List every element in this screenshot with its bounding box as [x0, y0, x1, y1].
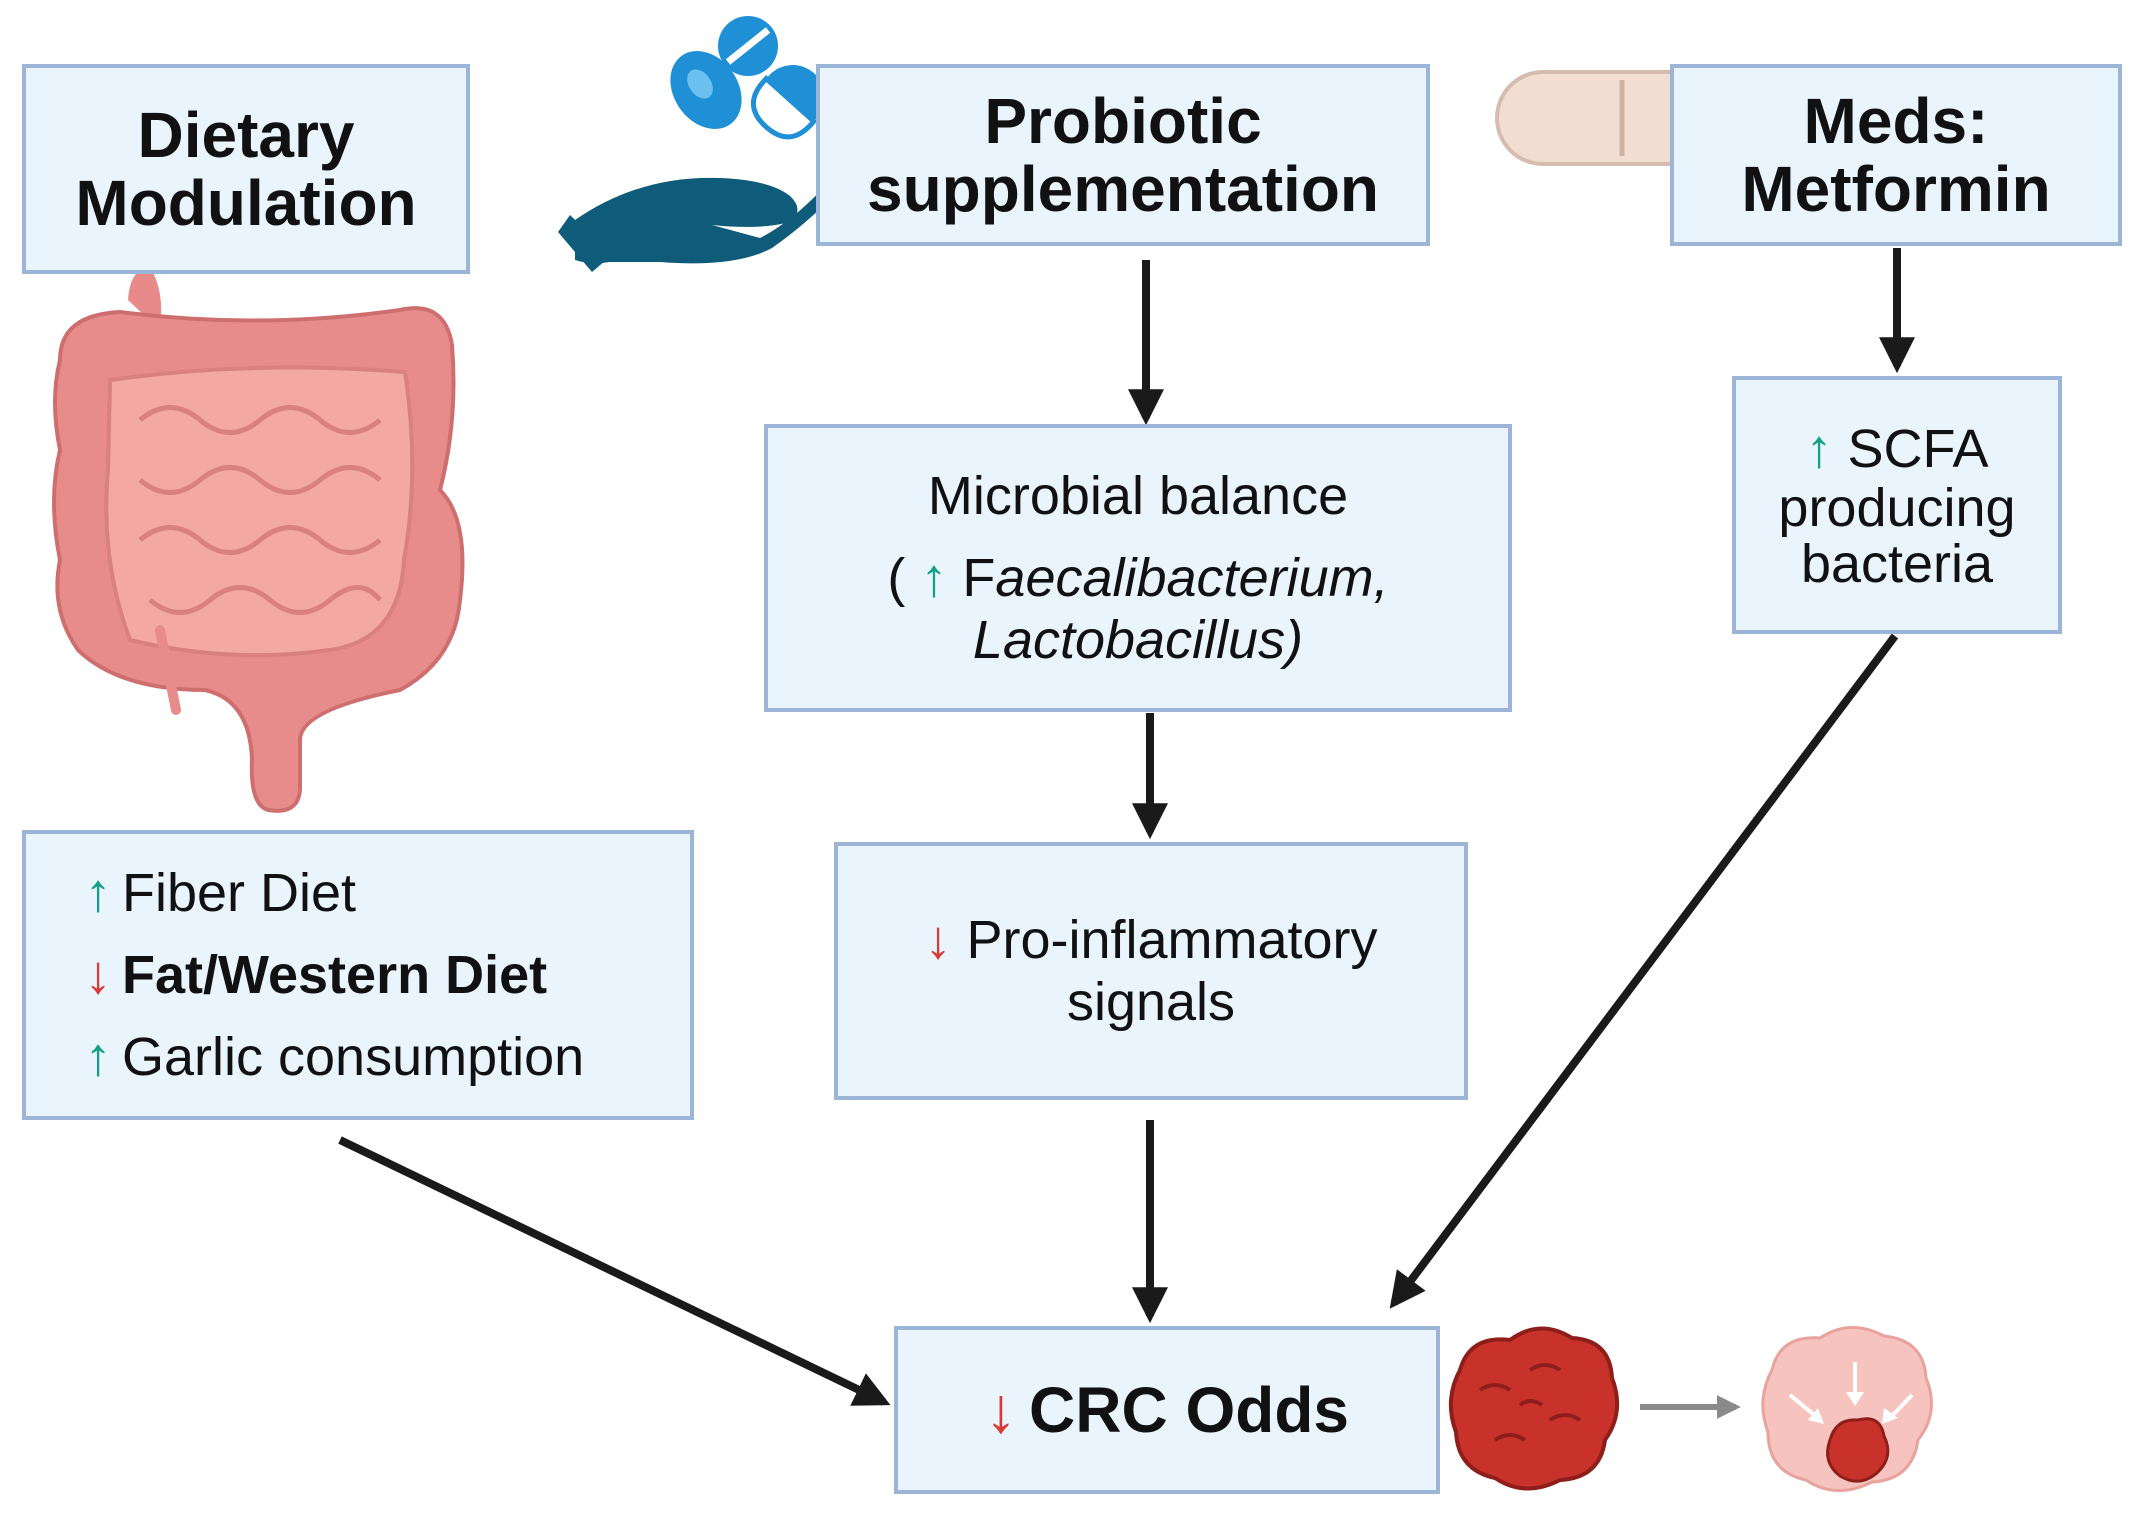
diet-row-garlic: ↑Garlic consumption	[74, 1016, 585, 1098]
diet-row-fiber: ↑Fiber Diet	[74, 852, 357, 934]
scfa-line2: producing	[1778, 478, 2016, 538]
arrow-diet-to-crc	[338, 1136, 891, 1406]
microbial-line2: ( ↑ Faecalibacterium,	[887, 547, 1388, 609]
metformin-box: Meds: Metformin	[1670, 64, 2122, 246]
tumor-icon	[1448, 1326, 1620, 1491]
meds-title-line2: Metformin	[1741, 153, 2051, 225]
probiotic-title-line1: Probiotic	[984, 85, 1262, 157]
microbial-line1: Microbial balance	[927, 466, 1349, 526]
up-arrow-icon: ↑	[920, 548, 948, 608]
inflammatory-box: ↓ Pro-inflammatory signals	[834, 842, 1468, 1100]
diet-label: Fiber Diet	[122, 863, 357, 923]
inflammatory-line2: signals	[1066, 972, 1236, 1032]
inflammatory-line1: ↓ Pro-inflammatory	[924, 909, 1377, 971]
crc-odds-label: CRC Odds	[1029, 1374, 1349, 1446]
up-arrow-icon: ↑	[84, 1027, 112, 1087]
down-arrow-icon: ↓	[985, 1374, 1017, 1446]
microbial-balance-box: Microbial balance ( ↑ Faecalibacterium, …	[764, 424, 1512, 712]
down-arrow-icon: ↓	[924, 910, 952, 970]
meds-title-line1: Meds:	[1803, 85, 1989, 157]
scfa-line1: ↑ SCFA	[1805, 418, 1988, 480]
probiotic-box: Probiotic supplementation	[816, 64, 1430, 246]
arrow-scfa-to-crc	[1389, 633, 1899, 1309]
inflammatory-label: Pro-inflammatory	[966, 910, 1378, 970]
diet-row-fat-western: ↓Fat/Western Diet	[74, 934, 548, 1016]
microbial-line3: Lactobacillus)	[972, 610, 1304, 670]
paren-open: (	[887, 548, 906, 608]
down-arrow-icon: ↓	[84, 945, 112, 1005]
crc-odds-box: ↓ CRC Odds	[894, 1326, 1440, 1494]
scfa-box: ↑ SCFA producing bacteria	[1732, 376, 2062, 634]
hand-pills-icon	[558, 16, 884, 272]
diet-list-box: ↑Fiber Diet ↓Fat/Western Diet ↑Garlic co…	[22, 830, 694, 1120]
dietary-modulation-box: Dietary Modulation	[22, 64, 470, 274]
genus1-initial: F	[962, 548, 996, 608]
scfa-line3: bacteria	[1800, 534, 1994, 594]
genus1-rest: aecalibacterium,	[995, 548, 1389, 608]
dietary-title-line1: Dietary	[137, 99, 355, 171]
up-arrow-icon: ↑	[84, 863, 112, 923]
scfa-label: SCFA	[1847, 419, 1989, 479]
intestine-icon	[52, 268, 465, 813]
up-arrow-icon: ↑	[1805, 419, 1833, 479]
diet-label: Garlic consumption	[122, 1027, 585, 1087]
dietary-title-line2: Modulation	[75, 167, 417, 239]
probiotic-title-line2: supplementation	[866, 153, 1380, 225]
shrinking-tumor-icon	[1761, 1326, 1933, 1492]
diet-label: Fat/Western Diet	[122, 945, 548, 1005]
